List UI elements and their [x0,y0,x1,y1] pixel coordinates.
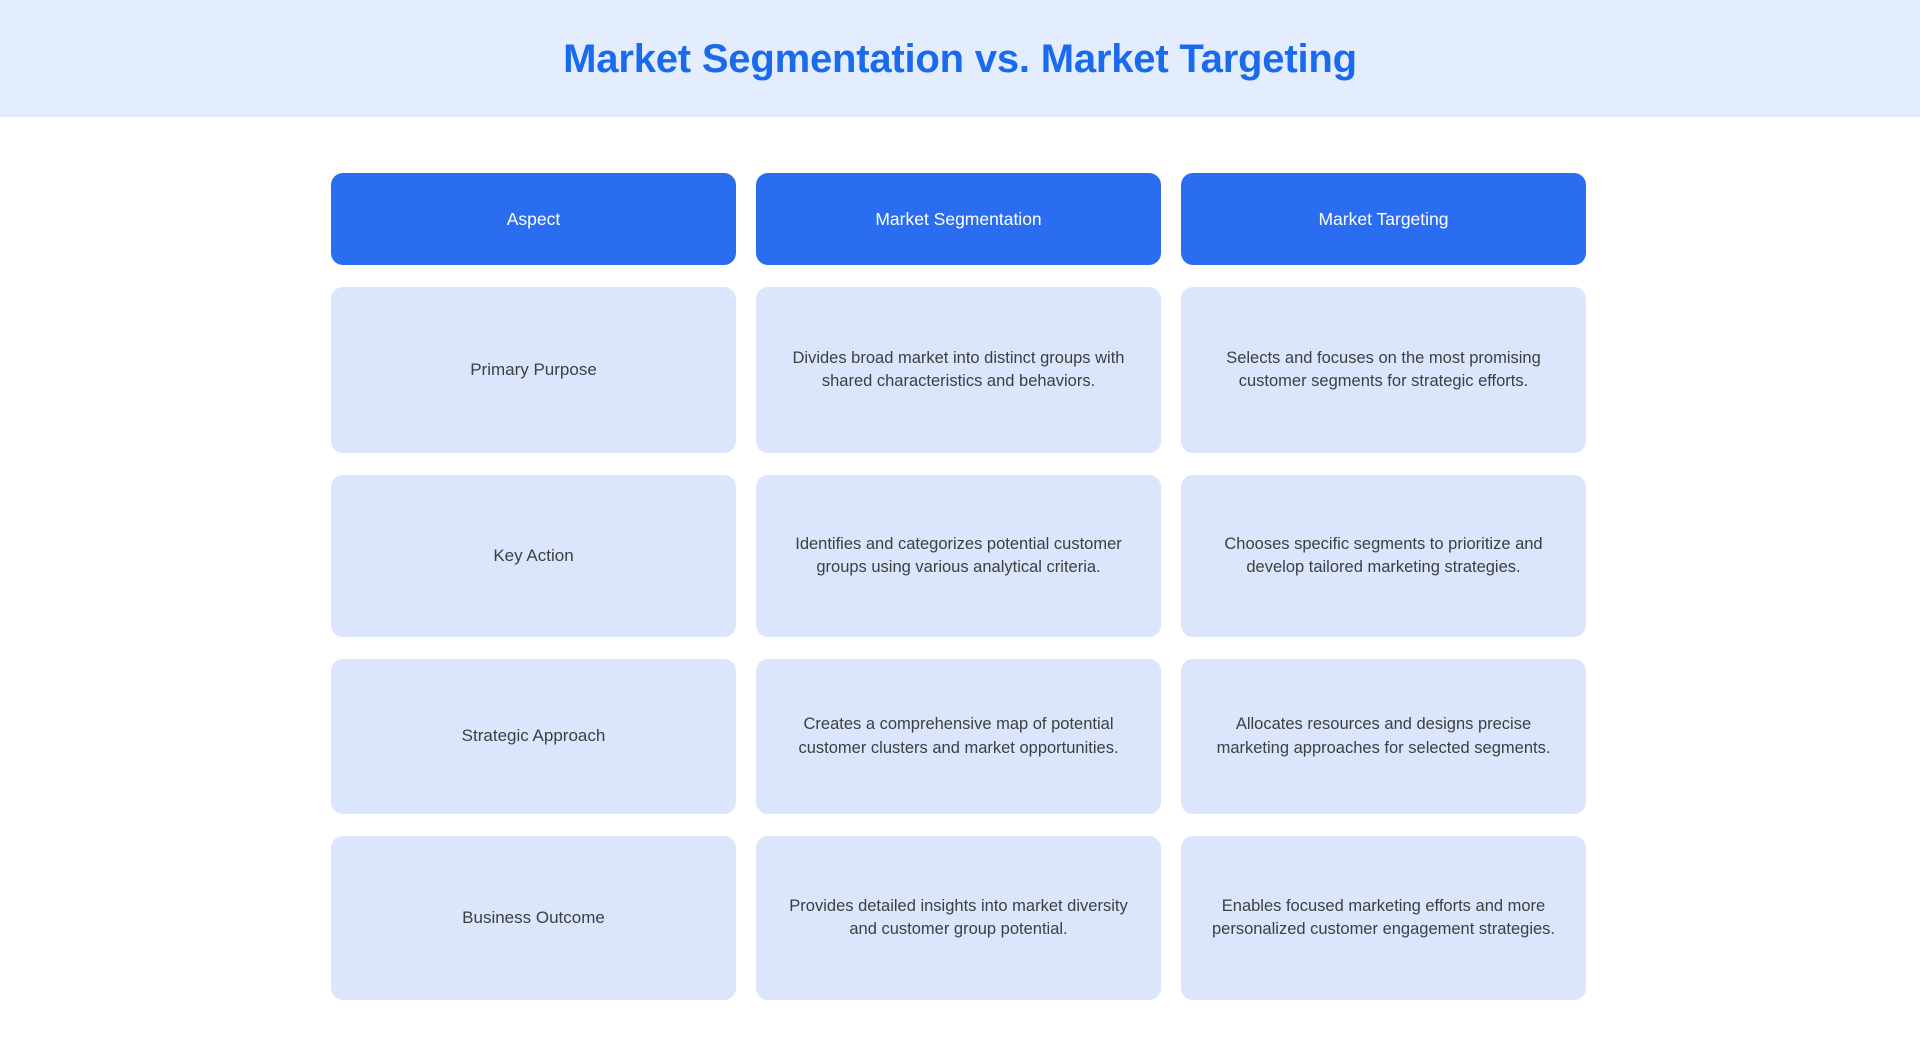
column-header-market-segmentation: Market Segmentation [756,173,1161,265]
table-row: Strategic Approach Creates a comprehensi… [331,659,1586,814]
aspect-label: Strategic Approach [461,726,606,746]
cell-segmentation: Divides broad market into distinct group… [756,287,1161,453]
segmentation-text: Creates a comprehensive map of potential… [798,715,1119,757]
cell-aspect: Strategic Approach [331,659,736,814]
aspect-label: Primary Purpose [470,359,597,379]
table-row: Key Action Identifies and categorizes po… [331,475,1586,637]
column-header-label: Market Segmentation [875,208,1042,229]
column-header-market-targeting: Market Targeting [1181,173,1586,265]
targeting-text: Selects and focuses on the most promisin… [1226,348,1541,390]
cell-aspect: Business Outcome [331,836,736,1000]
comparison-table: Aspect Market Segmentation Market Target… [331,173,1586,1000]
column-header-aspect: Aspect [331,173,736,265]
segmentation-text: Identifies and categorizes potential cus… [795,534,1122,576]
column-header-label: Market Targeting [1318,208,1449,229]
table-header-row: Aspect Market Segmentation Market Target… [331,173,1586,265]
cell-aspect: Primary Purpose [331,287,736,453]
page-banner: Market Segmentation vs. Market Targeting [0,0,1920,117]
cell-aspect: Key Action [331,475,736,637]
column-header-label: Aspect [506,208,561,229]
aspect-label: Business Outcome [462,907,605,927]
cell-targeting: Selects and focuses on the most promisin… [1181,287,1586,453]
table-row: Primary Purpose Divides broad market int… [331,287,1586,453]
aspect-label: Key Action [493,545,574,565]
cell-segmentation: Creates a comprehensive map of potential… [756,659,1161,814]
cell-segmentation: Provides detailed insights into market d… [756,836,1161,1000]
targeting-text: Chooses specific segments to prioritize … [1224,534,1543,576]
cell-targeting: Enables focused marketing efforts and mo… [1181,836,1586,1000]
cell-targeting: Allocates resources and designs precise … [1181,659,1586,814]
targeting-text: Enables focused marketing efforts and mo… [1211,896,1556,938]
cell-targeting: Chooses specific segments to prioritize … [1181,475,1586,637]
table-row: Business Outcome Provides detailed insig… [331,836,1586,1000]
segmentation-text: Provides detailed insights into market d… [789,896,1128,938]
cell-segmentation: Identifies and categorizes potential cus… [756,475,1161,637]
targeting-text: Allocates resources and designs precise … [1216,715,1551,757]
segmentation-text: Divides broad market into distinct group… [792,348,1125,390]
page-title: Market Segmentation vs. Market Targeting [563,36,1357,81]
